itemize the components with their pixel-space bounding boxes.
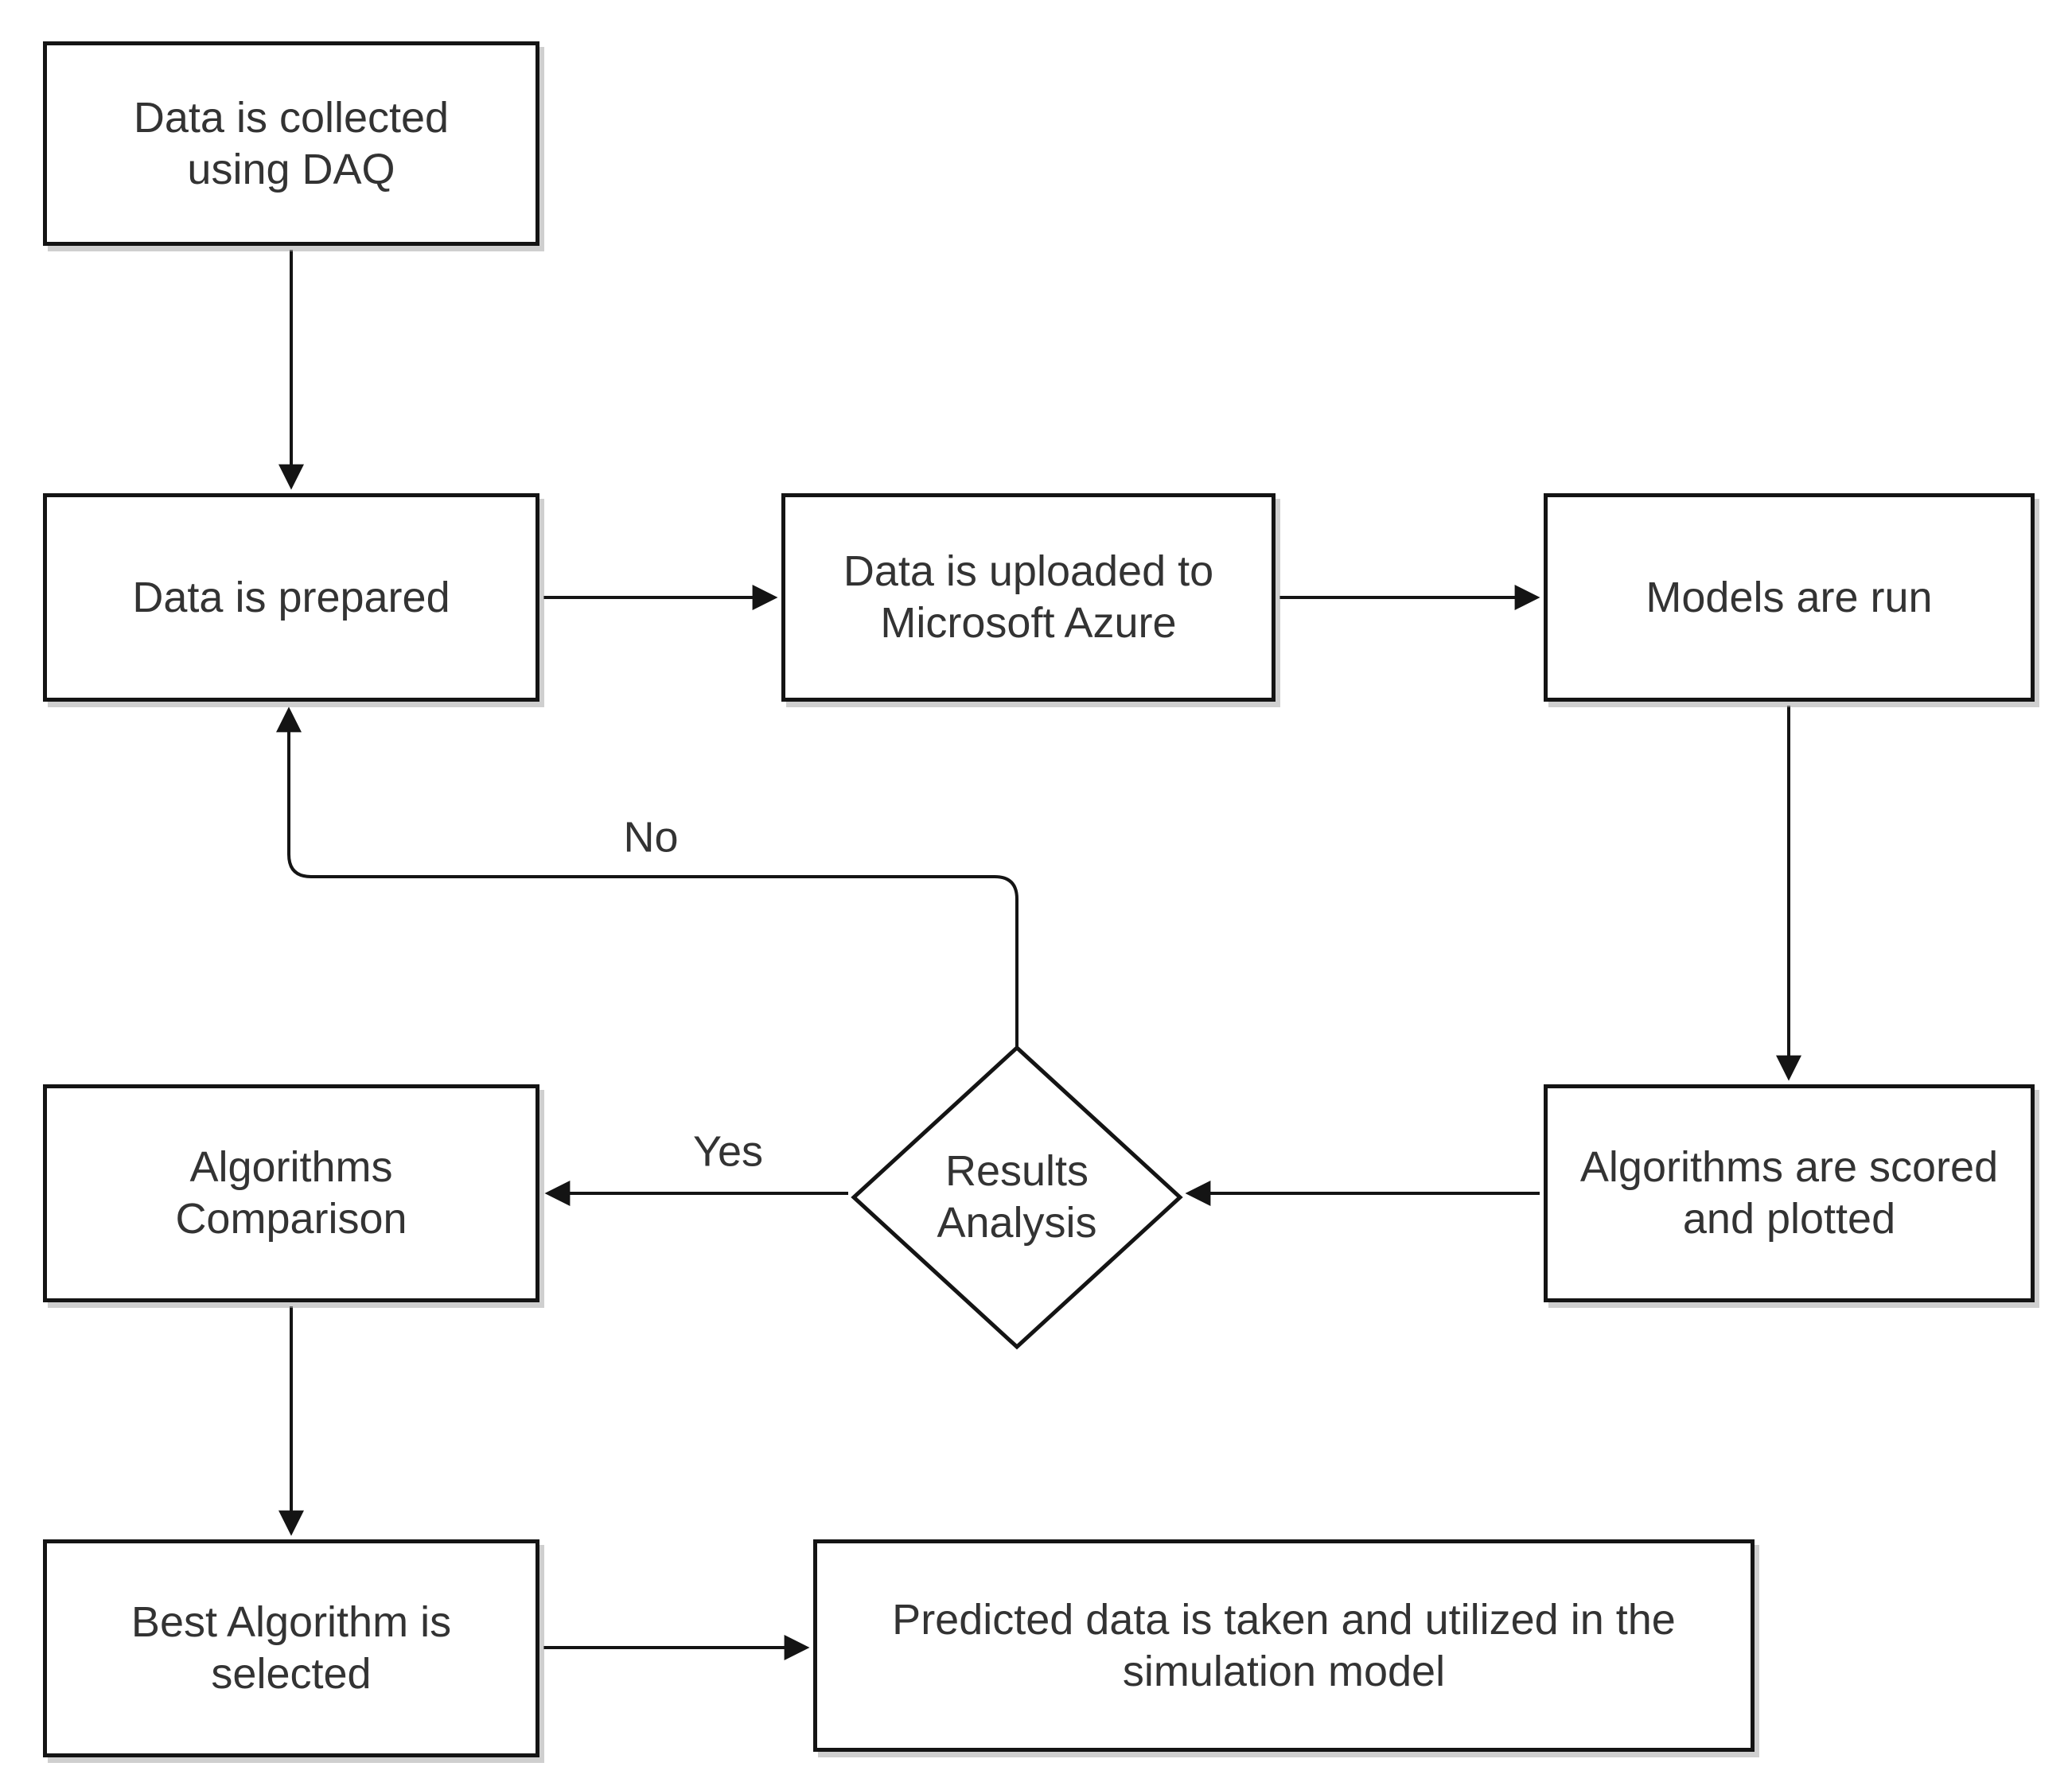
node-algorithms-comparison-label: Algorithms Comparison (175, 1143, 407, 1243)
node-results-analysis-decision: Results Analysis (850, 1044, 1184, 1351)
edge-label-no: No (617, 811, 685, 864)
node-data-uploaded-azure: Data is uploaded to Microsoft Azure (781, 493, 1276, 702)
node-results-analysis-label: Results Analysis (937, 1147, 1097, 1247)
edge-analysis-to-prepared-no (276, 706, 1018, 1048)
node-data-collected: Data is collected using DAQ (43, 41, 539, 246)
node-predicted-data-simulation-label: Predicted data is taken and utilized in … (892, 1595, 1676, 1695)
node-algorithms-scored: Algorithms are scored and plotted (1544, 1084, 2035, 1302)
node-algorithms-scored-label: Algorithms are scored and plotted (1579, 1143, 1999, 1243)
node-algorithms-comparison: Algorithms Comparison (43, 1084, 539, 1302)
node-data-uploaded-azure-label: Data is uploaded to Microsoft Azure (843, 547, 1214, 647)
node-data-prepared-label: Data is prepared (132, 573, 450, 621)
node-best-algorithm-selected-label: Best Algorithm is selected (130, 1598, 452, 1698)
node-data-collected-label: Data is collected using DAQ (133, 93, 450, 193)
node-best-algorithm-selected: Best Algorithm is selected (43, 1539, 539, 1757)
node-models-are-run-label: Models are run (1646, 573, 1933, 621)
decision-diamond-shape (851, 1045, 1183, 1350)
node-predicted-data-simulation: Predicted data is taken and utilized in … (813, 1539, 1755, 1752)
node-models-are-run: Models are run (1544, 493, 2035, 702)
node-data-prepared: Data is prepared (43, 493, 539, 702)
edge-label-yes: Yes (686, 1126, 770, 1178)
